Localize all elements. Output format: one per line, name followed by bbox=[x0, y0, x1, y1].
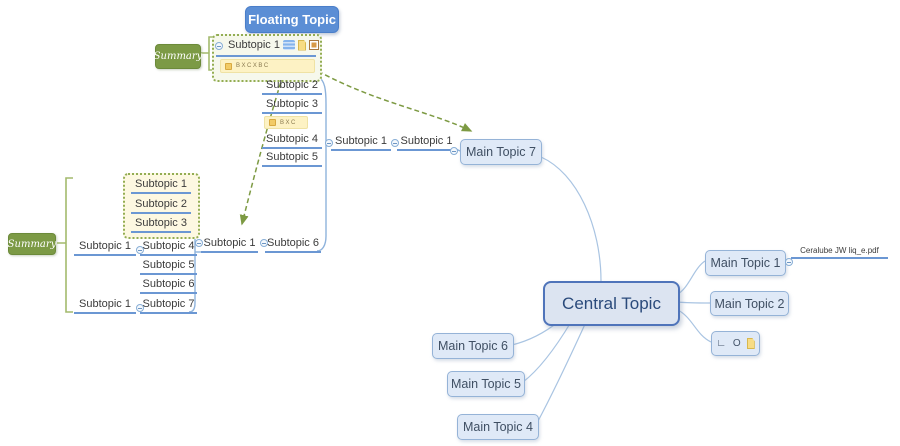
subtopic-node[interactable]: Subtopic 1 bbox=[131, 178, 191, 194]
main-topic-5[interactable]: Main Topic 5 bbox=[447, 371, 525, 397]
subtopic-node[interactable]: Subtopic 1 bbox=[74, 240, 136, 256]
main-topic-1[interactable]: Main Topic 1 bbox=[705, 250, 786, 276]
subtopic-node[interactable]: Subtopic 1 bbox=[201, 237, 258, 253]
subtopic-node[interactable]: Subtopic 6 bbox=[265, 237, 321, 253]
floating-subtopic[interactable]: Subtopic 1 bbox=[228, 39, 319, 51]
subtopic-node[interactable]: Subtopic 5 bbox=[262, 151, 322, 167]
attachment-icon bbox=[746, 338, 755, 349]
main-topic-6[interactable]: Main Topic 6 bbox=[432, 333, 514, 359]
tag-icon bbox=[269, 119, 276, 126]
floating-topic[interactable]: Floating Topic bbox=[245, 6, 339, 33]
comment-icon[interactable] bbox=[282, 40, 295, 50]
summary-label-top[interactable]: Summary bbox=[154, 44, 202, 69]
topic-label-tag[interactable]: BXCXBC bbox=[220, 59, 315, 73]
subtopic-node[interactable]: Subtopic 1 bbox=[331, 135, 391, 151]
subtopic-node[interactable]: Subtopic 4 bbox=[262, 133, 322, 149]
collapse-button[interactable] bbox=[195, 239, 203, 247]
subtopic-node[interactable]: Subtopic 5 bbox=[140, 259, 197, 275]
label-tag-text: BXC bbox=[280, 119, 297, 126]
label-tag-text: BXCXBC bbox=[236, 63, 270, 69]
subtopic-node[interactable]: Subtopic 1 bbox=[74, 298, 136, 314]
collapse-button[interactable] bbox=[136, 246, 144, 254]
tag-icon bbox=[225, 62, 232, 70]
collapse-button[interactable] bbox=[325, 139, 333, 147]
attachment-topic[interactable]: Ceralube JW liq_e.pdf bbox=[791, 246, 888, 259]
subtopic-node[interactable]: Subtopic 3 bbox=[262, 98, 322, 114]
floating-subtopic-label: Subtopic 1 bbox=[228, 39, 280, 51]
subtopic-node[interactable]: Subtopic 3 bbox=[131, 217, 191, 233]
image-icon[interactable] bbox=[308, 40, 319, 50]
subtopic-node[interactable]: Subtopic 2 bbox=[131, 198, 191, 214]
collapse-button[interactable] bbox=[215, 42, 223, 50]
icon-topic-label: ∟ O bbox=[716, 338, 743, 349]
main-topic-7[interactable]: Main Topic 7 bbox=[460, 139, 542, 165]
topic-underline bbox=[216, 55, 316, 57]
collapse-button[interactable] bbox=[450, 147, 458, 155]
collapse-button[interactable] bbox=[785, 258, 793, 266]
icon-topic[interactable]: ∟ O bbox=[711, 331, 760, 356]
subtopic-node[interactable]: Subtopic 6 bbox=[140, 278, 197, 294]
main-topic-2[interactable]: Main Topic 2 bbox=[710, 291, 789, 316]
collapse-button[interactable] bbox=[260, 239, 268, 247]
collapse-button[interactable] bbox=[136, 304, 144, 312]
attachment-icon[interactable] bbox=[297, 39, 306, 51]
left-group-boundary[interactable] bbox=[123, 173, 200, 239]
topic-label-tag[interactable]: BXC bbox=[264, 116, 308, 129]
central-topic[interactable]: Central Topic bbox=[543, 281, 680, 326]
subtopic-node[interactable]: Subtopic 1 bbox=[397, 135, 456, 151]
subtopic-node[interactable]: Subtopic 2 bbox=[262, 79, 322, 95]
subtopic-node[interactable]: Subtopic 4 bbox=[140, 240, 197, 256]
main-topic-4[interactable]: Main Topic 4 bbox=[457, 414, 539, 440]
collapse-button[interactable] bbox=[391, 139, 399, 147]
summary-label-left[interactable]: Summary bbox=[8, 233, 56, 255]
subtopic-node[interactable]: Subtopic 7 bbox=[140, 298, 197, 314]
